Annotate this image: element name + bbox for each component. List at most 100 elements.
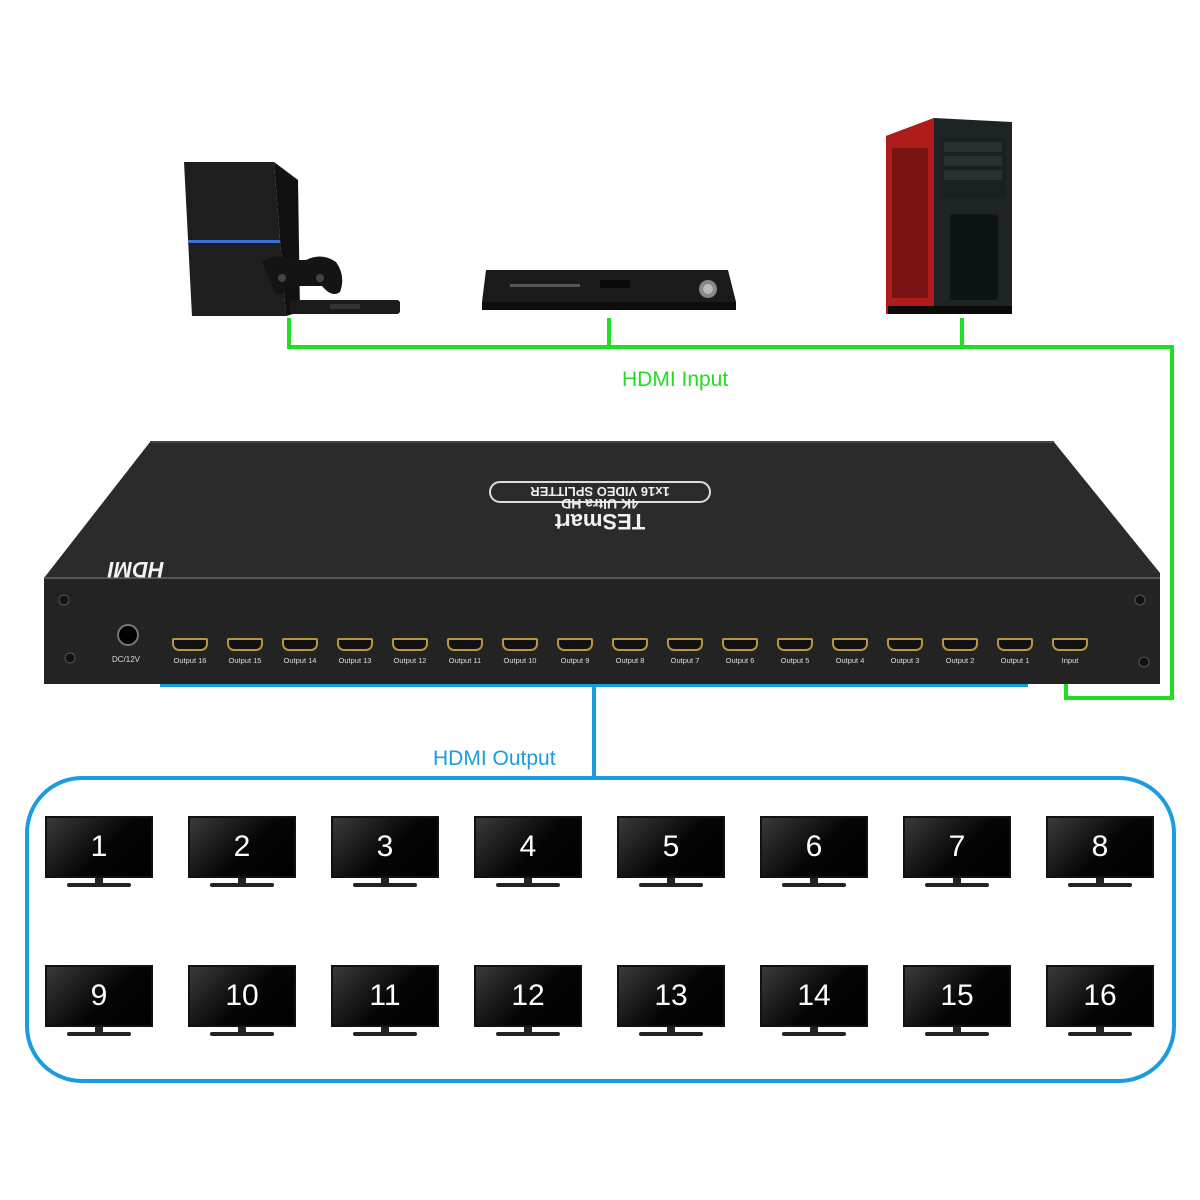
game-console-icon: [184, 162, 400, 316]
hdmi-input-label: HDMI Input: [622, 368, 729, 391]
hdmi-output-port[interactable]: Output 6: [718, 636, 762, 670]
tv-display: 9: [45, 965, 153, 1041]
tv-display: 2: [188, 816, 296, 892]
tv-number: 14: [760, 965, 868, 1027]
port-label: Output 11: [448, 656, 482, 665]
hdmi-output-port[interactable]: Output 9: [553, 636, 597, 670]
port-label: Output 5: [780, 656, 810, 665]
tv-stand: [524, 1027, 532, 1033]
tv-stand: [1096, 1027, 1104, 1033]
tv-stand: [95, 1027, 103, 1033]
hdmi-output-port[interactable]: Output 12: [388, 636, 432, 670]
hdmi-connector-icon: [227, 638, 263, 651]
tv-stand: [953, 1027, 961, 1033]
tv-base: [1068, 1032, 1132, 1036]
input-line-console: [287, 318, 1174, 700]
tv-stand: [381, 878, 389, 884]
port-label: Output 14: [283, 656, 317, 665]
hdmi-output-port[interactable]: Output 4: [828, 636, 872, 670]
hdmi-connector-icon: [832, 638, 868, 651]
hdmi-connector-icon: [392, 638, 428, 651]
hdmi-connector-icon: [282, 638, 318, 651]
hdmi-logo: HDMI: [107, 557, 165, 582]
port-label: Output 10: [503, 656, 537, 665]
port-label: Output 3: [890, 656, 920, 665]
hdmi-output-port[interactable]: Output 5: [773, 636, 817, 670]
hdmi-connector-icon: [777, 638, 813, 651]
hdmi-output-port[interactable]: Output 15: [223, 636, 267, 670]
port-label: Output 1: [1000, 656, 1030, 665]
tv-number: 1: [45, 816, 153, 878]
hdmi-output-port[interactable]: Output 14: [278, 636, 322, 670]
tv-number: 8: [1046, 816, 1154, 878]
port-label: Output 4: [835, 656, 865, 665]
hdmi-connector-icon: [1052, 638, 1088, 651]
tv-base: [496, 883, 560, 887]
hdmi-connector-icon: [337, 638, 373, 651]
tv-display: 6: [760, 816, 868, 892]
tv-number: 9: [45, 965, 153, 1027]
hdmi-output-label: HDMI Output: [433, 747, 556, 770]
tv-number: 2: [188, 816, 296, 878]
tv-display: 7: [903, 816, 1011, 892]
hdmi-output-port[interactable]: Output 1: [993, 636, 1037, 670]
hdmi-connector-icon: [942, 638, 978, 651]
desktop-pc-icon: [886, 118, 1012, 314]
tv-display: 13: [617, 965, 725, 1041]
port-label: Output 8: [615, 656, 645, 665]
tv-stand: [238, 878, 246, 884]
hdmi-output-port[interactable]: Output 11: [443, 636, 487, 670]
tv-stand: [667, 878, 675, 884]
tv-display: 14: [760, 965, 868, 1041]
tv-stand: [524, 878, 532, 884]
hdmi-connector-icon: [612, 638, 648, 651]
tv-number: 12: [474, 965, 582, 1027]
tv-display: 4: [474, 816, 582, 892]
hdmi-output-port[interactable]: Output 16: [168, 636, 212, 670]
hdmi-output-port[interactable]: Output 7: [663, 636, 707, 670]
tv-number: 10: [188, 965, 296, 1027]
tv-display: 12: [474, 965, 582, 1041]
tv-base: [782, 1032, 846, 1036]
video-splitter-device: [44, 441, 1160, 684]
tv-base: [353, 1032, 417, 1036]
tv-base: [639, 1032, 703, 1036]
hdmi-output-port[interactable]: Output 13: [333, 636, 377, 670]
hdmi-connector-icon: [502, 638, 538, 651]
hdmi-connector-icon: [997, 638, 1033, 651]
tv-display: 15: [903, 965, 1011, 1041]
hdmi-output-port[interactable]: Output 2: [938, 636, 982, 670]
hdmi-connector-icon: [447, 638, 483, 651]
tv-display: 10: [188, 965, 296, 1041]
tv-number: 3: [331, 816, 439, 878]
tv-base: [67, 883, 131, 887]
port-label: Output 15: [228, 656, 262, 665]
tv-base: [496, 1032, 560, 1036]
tv-number: 6: [760, 816, 868, 878]
tv-stand: [810, 878, 818, 884]
tv-number: 5: [617, 816, 725, 878]
tv-number: 13: [617, 965, 725, 1027]
hdmi-input-port[interactable]: Input: [1048, 636, 1092, 670]
hdmi-connector-icon: [557, 638, 593, 651]
hdmi-output-port[interactable]: Output 8: [608, 636, 652, 670]
tv-number: 11: [331, 965, 439, 1027]
hdmi-output-port[interactable]: Output 3: [883, 636, 927, 670]
tv-base: [925, 1032, 989, 1036]
tv-base: [210, 883, 274, 887]
tv-display: 5: [617, 816, 725, 892]
tv-display: 16: [1046, 965, 1154, 1041]
tv-stand: [381, 1027, 389, 1033]
hdmi-connector-icon: [172, 638, 208, 651]
tv-stand: [1096, 878, 1104, 884]
tv-stand: [95, 878, 103, 884]
port-label: Output 6: [725, 656, 755, 665]
hdmi-connector-icon: [887, 638, 923, 651]
tv-number: 15: [903, 965, 1011, 1027]
hdmi-output-port[interactable]: Output 10: [498, 636, 542, 670]
port-label: Output 9: [560, 656, 590, 665]
tv-base: [67, 1032, 131, 1036]
tv-display: 11: [331, 965, 439, 1041]
tv-number: 16: [1046, 965, 1154, 1027]
